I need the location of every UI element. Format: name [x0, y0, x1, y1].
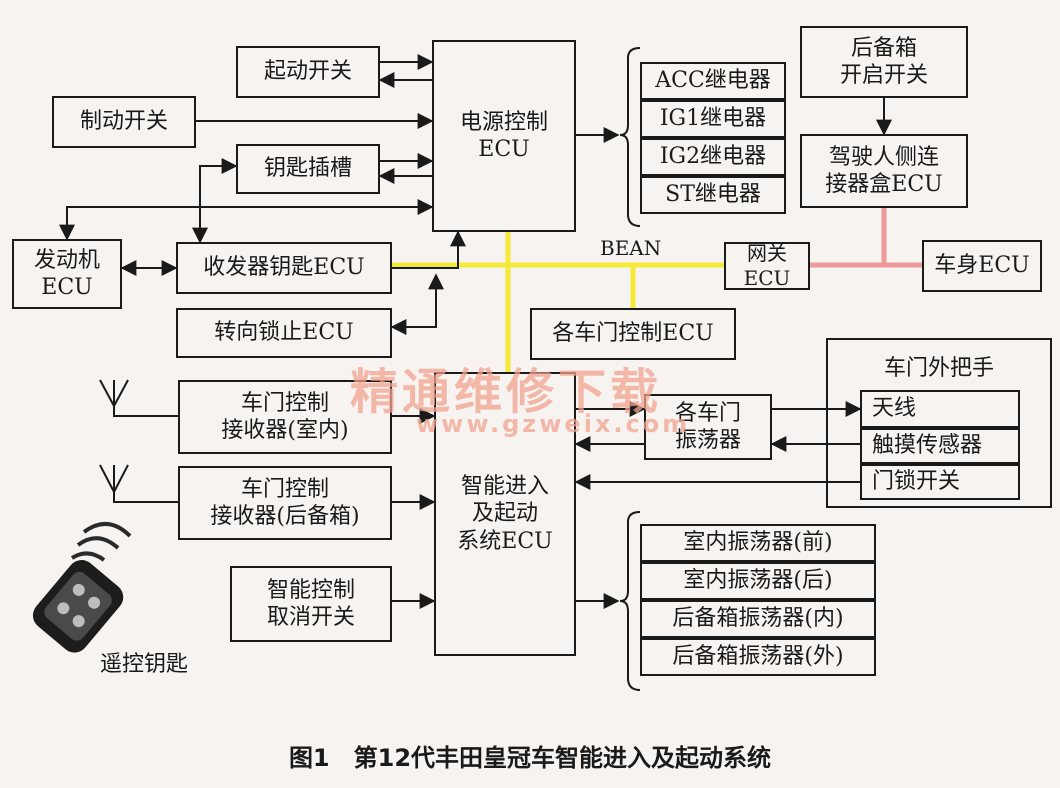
remote-key-label: 遥控钥匙 — [100, 652, 189, 677]
antenna-icon — [99, 464, 129, 495]
acc-relay: ACC继电器 — [640, 62, 786, 100]
remote-key-icon — [32, 522, 132, 653]
antenna-icon — [99, 379, 129, 409]
driver-junction-box-ecu: 驾驶人侧连 接器盒ECU — [800, 134, 968, 208]
door-outer-handle-group — [826, 338, 1052, 508]
interior-oscillator-rear: 室内振荡器(后) — [640, 562, 876, 600]
brake-switch: 制动开关 — [52, 96, 196, 148]
transponder-key-ecu: 收发器钥匙ECU — [176, 242, 392, 294]
smart-control-cancel-switch: 智能控制 取消开关 — [230, 566, 392, 642]
door-control-receiver-cabin: 车门控制 接收器(室内) — [178, 380, 392, 454]
ig2-relay: IG2继电器 — [640, 138, 786, 176]
ig1-relay: IG1继电器 — [640, 100, 786, 138]
power-control-ecu: 电源控制 ECU — [432, 40, 576, 232]
trunk-oscillator-inner: 后备箱振荡器(内) — [640, 600, 876, 638]
key-slot: 钥匙插槽 — [236, 144, 380, 194]
bean-bus — [392, 232, 724, 372]
bean-bus-label: BEAN — [600, 236, 662, 260]
smart-entry-start-ecu: 智能进入 及起动 系统ECU — [434, 372, 576, 656]
start-switch: 起动开关 — [236, 46, 380, 98]
body-ecu: 车身ECU — [922, 240, 1042, 292]
watermark-url: www.gzweix.com — [416, 410, 691, 438]
gateway-ecu: 网关ECU — [724, 241, 810, 290]
watermark-cn: 精通维修下载 — [350, 364, 663, 420]
trunk-oscillator-outer: 后备箱振荡器(外) — [640, 638, 876, 676]
avc-bus — [810, 208, 922, 268]
figure-caption: 图1 第12代丰田皇冠车智能进入及起动系统 — [288, 744, 772, 772]
st-relay: ST继电器 — [640, 176, 786, 214]
interior-oscillator-front: 室内振荡器(前) — [640, 524, 876, 562]
door-oscillator: 各车门 振荡器 — [644, 394, 772, 460]
steering-lock-ecu: 转向锁止ECU — [176, 308, 392, 358]
door-control-ecu: 各车门控制ECU — [530, 308, 736, 360]
antenna-box: 天线 — [860, 390, 1020, 428]
trunk-open-switch: 后备箱 开启开关 — [800, 26, 968, 98]
door-control-receiver-trunk: 车门控制 接收器(后备箱) — [178, 466, 392, 540]
engine-ecu: 发动机 ECU — [12, 239, 122, 309]
door-outer-handle-title: 车门外把手 — [883, 356, 994, 381]
door-lock-switch: 门锁开关 — [860, 464, 1020, 500]
touch-sensor: 触摸传感器 — [860, 428, 1020, 464]
